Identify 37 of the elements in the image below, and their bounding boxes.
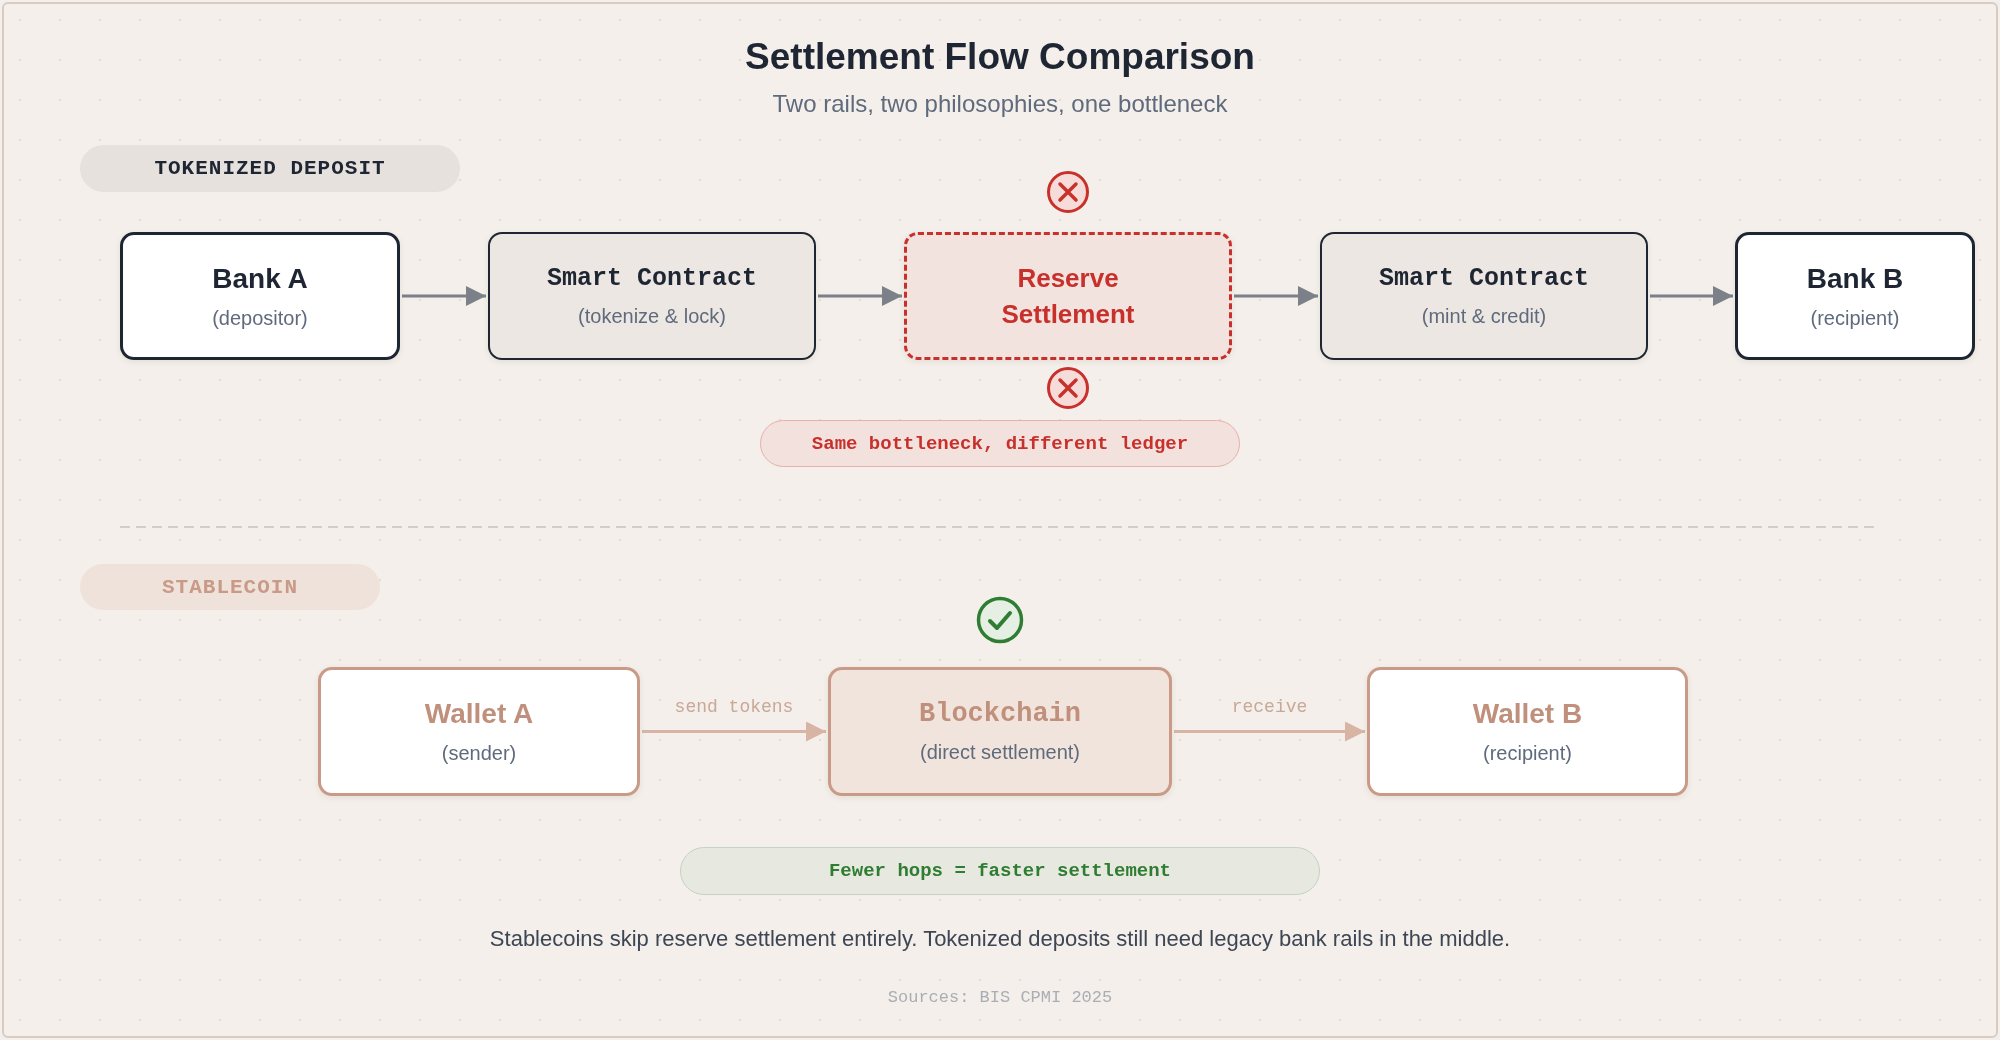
node-subtitle: (recipient) <box>1483 742 1572 765</box>
node-title: Bank B <box>1806 262 1904 295</box>
process-box <box>1320 232 1648 360</box>
process-box <box>318 667 640 796</box>
subtitle: Two rails, two philosophies, one bottleneck <box>771 90 1229 118</box>
title: Settlement Flow Comparison <box>745 36 1255 77</box>
arrow <box>1174 721 1365 742</box>
node-subtitle: (mint & credit) <box>1421 305 1547 328</box>
process-box <box>488 232 816 360</box>
process-box <box>1735 232 1975 360</box>
node-title: Blockchain <box>919 699 1081 729</box>
arrow <box>642 721 826 742</box>
process-box <box>1367 667 1688 796</box>
node-title: Reserve Settlement <box>1000 262 1136 331</box>
node-subtitle: (depositor) <box>212 306 308 330</box>
process-box <box>120 232 400 360</box>
arrow <box>818 286 902 306</box>
node-title: Bank A <box>212 262 308 295</box>
node-title: Smart Contract <box>1378 264 1589 293</box>
node-subtitle: (sender) <box>441 742 517 765</box>
node-title: Wallet A <box>424 698 534 730</box>
success-note: Fewer hops = faster settlement <box>680 847 1320 895</box>
bottleneck-box <box>904 232 1232 360</box>
node-subtitle: (recipient) <box>1810 306 1900 330</box>
node-title: Smart Contract <box>546 264 757 293</box>
arrow <box>1234 286 1318 306</box>
caption: Stablecoins skip reserve settlement entirely. Tokenized deposits still need legacy bank rails in the middle. <box>488 926 1512 952</box>
arrow <box>1650 286 1733 306</box>
arrow <box>402 286 486 306</box>
node-subtitle: (tokenize & lock) <box>578 305 726 328</box>
process-box <box>828 667 1172 796</box>
section-tag: TOKENIZED DEPOSIT <box>80 145 460 192</box>
warning-note: Same bottleneck, different ledger <box>760 420 1240 467</box>
node-title: Wallet B <box>1472 698 1583 730</box>
node-subtitle: (direct settlement) <box>919 741 1081 764</box>
sources-note: Sources: BIS CPMI 2025 <box>886 988 1114 1007</box>
section-tag: STABLECOIN <box>80 564 380 610</box>
